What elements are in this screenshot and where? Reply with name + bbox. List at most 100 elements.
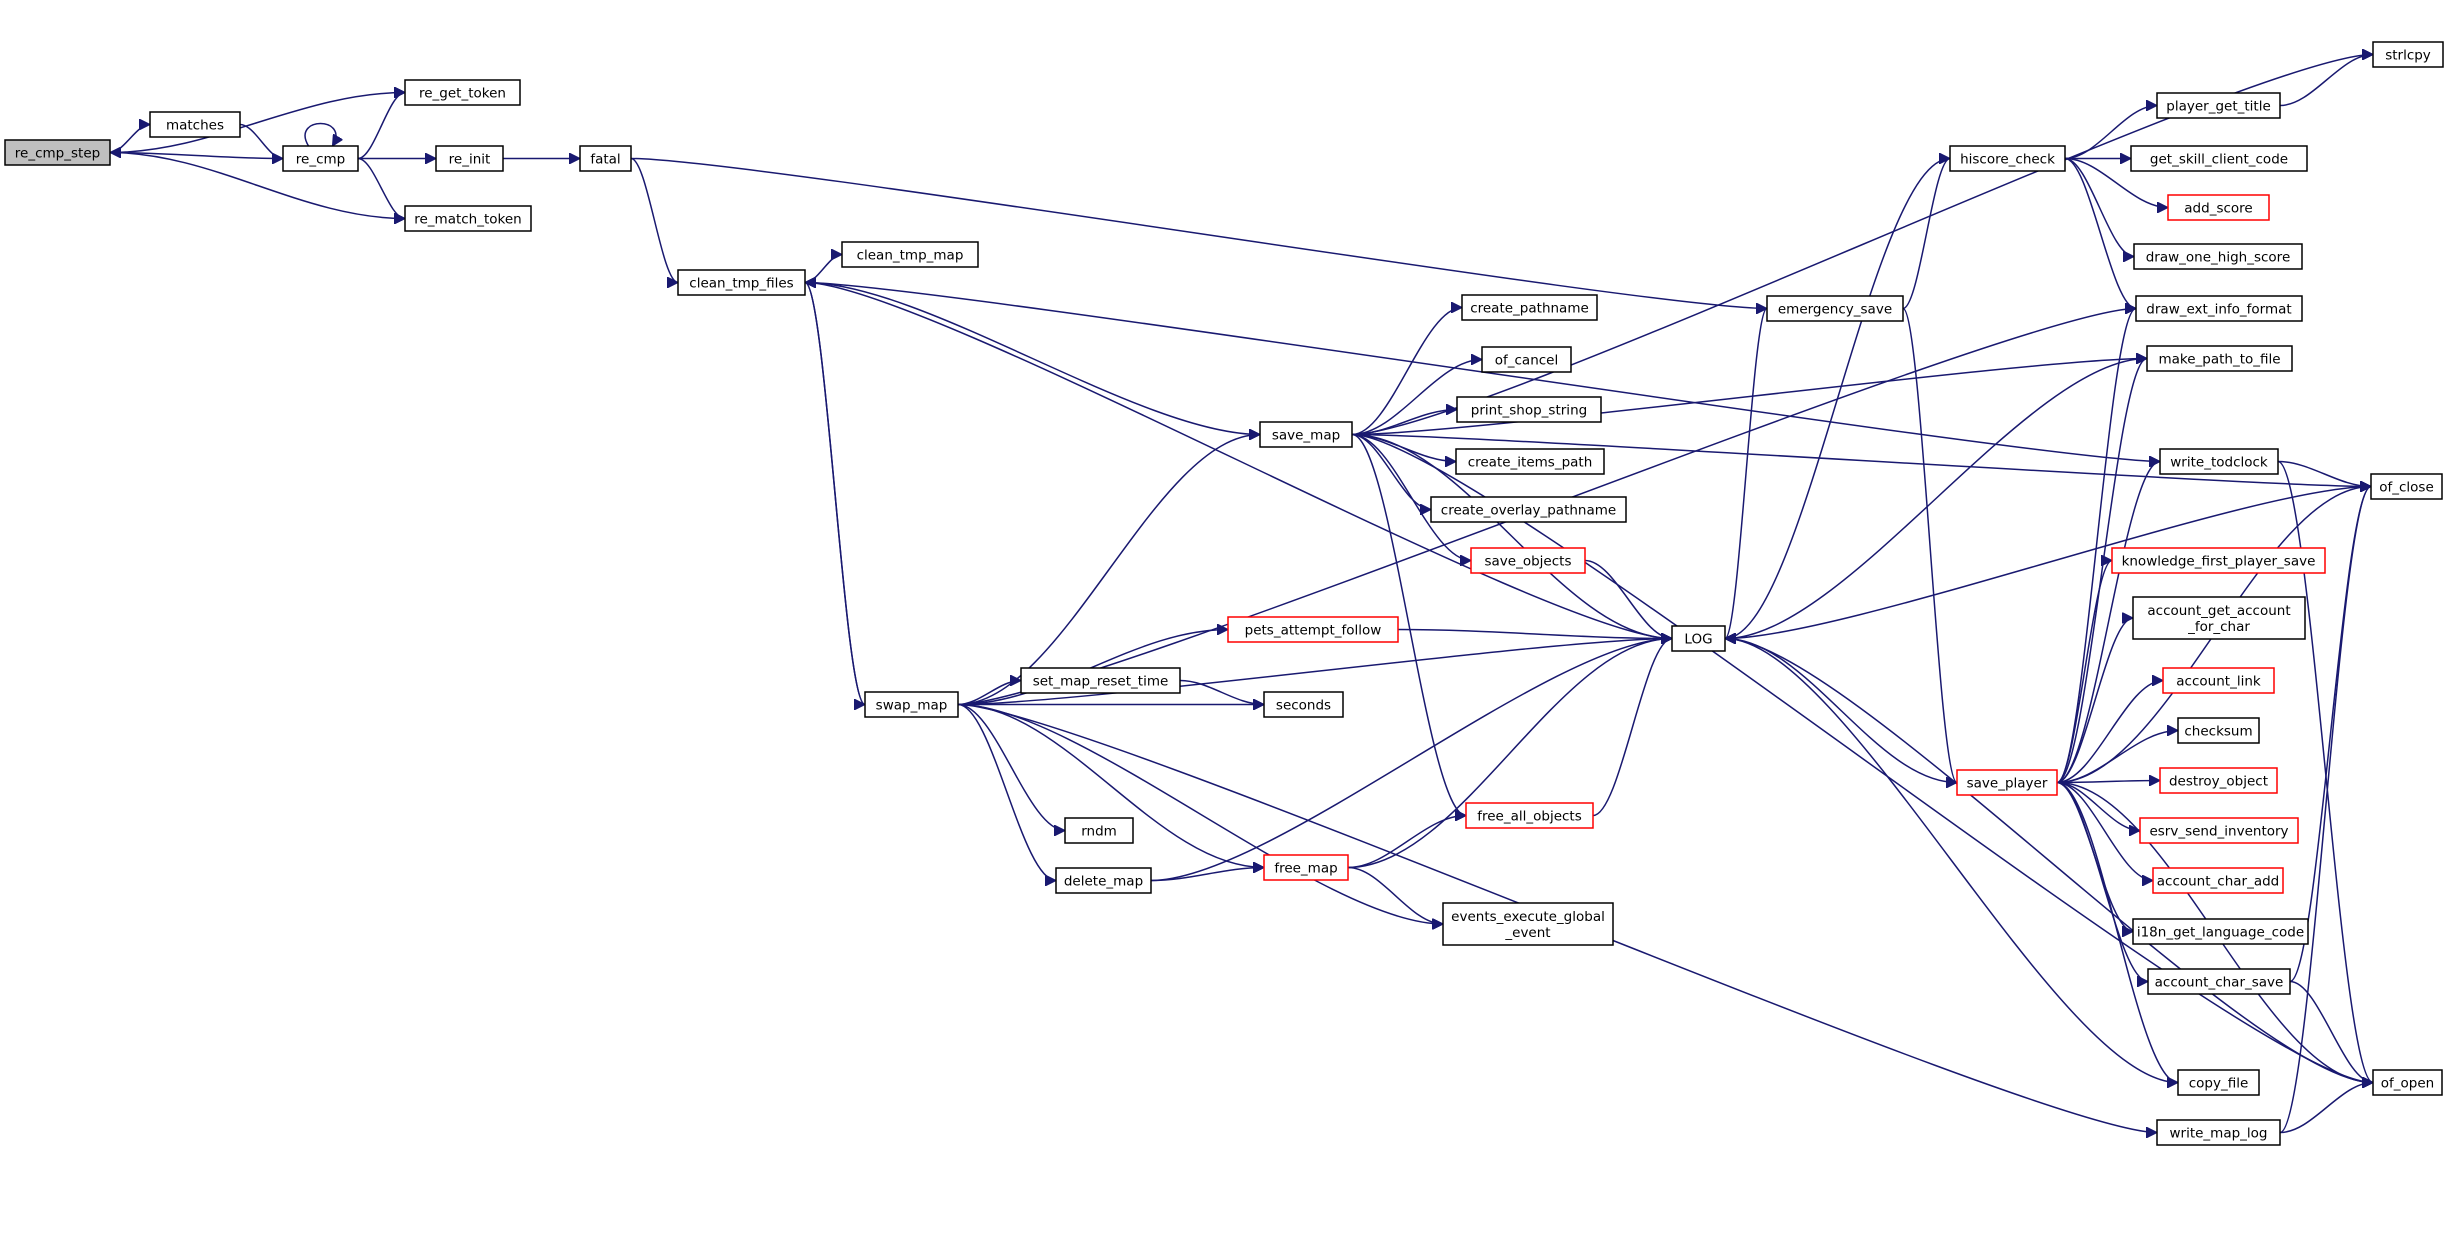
node-events-execute-global-event[interactable]: events_execute_global_event (1442, 902, 1614, 946)
node-box (2177, 1069, 2260, 1096)
node-box (1766, 295, 1904, 322)
node-i18n-get-language-code[interactable]: i18n_get_language_code (2132, 918, 2309, 945)
node-re-cmp-step[interactable]: re_cmp_step (4, 139, 111, 166)
edge-re_cmp_step-to-matches (109, 125, 151, 154)
node-write-map-log[interactable]: write_map_log (2156, 1119, 2281, 1146)
node-re-match-token[interactable]: re_match_token (404, 205, 532, 232)
edge-write_map_log-to-of_open (2279, 1083, 2373, 1134)
node-esrv-send-inventory[interactable]: esrv_send_inventory (2139, 817, 2299, 844)
node-free-all-objects[interactable]: free_all_objects (1465, 802, 1594, 829)
node-seconds[interactable]: seconds (1263, 691, 1344, 718)
node-get-skill-client-code[interactable]: get_skill_client_code (2130, 145, 2308, 172)
node-label: emergency_save (1778, 302, 1892, 318)
node-save-objects[interactable]: save_objects (1470, 547, 1586, 574)
edge-save_objects-to-LOG (1584, 559, 1673, 639)
node-label: add_score (2184, 201, 2252, 217)
node-label: rndm (1081, 824, 1117, 840)
node-matches[interactable]: matches (149, 111, 241, 138)
node-draw-one-high-score[interactable]: draw_one_high_score (2133, 243, 2303, 270)
edge-write_todclock-to-of_open (2277, 460, 2374, 1083)
node-LOG[interactable]: LOG (1671, 625, 1726, 652)
node-box (2370, 473, 2443, 500)
edge-set_map_reset_time-to-seconds (1179, 679, 1264, 705)
node-draw-ext-info-format[interactable]: draw_ext_info_format (2135, 295, 2303, 322)
node-re-get-token[interactable]: re_get_token (404, 79, 521, 106)
node-label: pets_attempt_follow (1245, 623, 1382, 639)
edge-clean_tmp_files-to-save_map (804, 281, 1260, 435)
node-clean-tmp-files[interactable]: clean_tmp_files (677, 269, 806, 296)
node-box (4, 139, 111, 166)
edge-hiscore_check-to-LOG (1725, 157, 1951, 639)
node-box (2111, 547, 2326, 574)
edge-free_map-to-free_all_objects (1347, 816, 1466, 869)
node-of-open[interactable]: of_open (2372, 1069, 2443, 1096)
edge-free_map-to-events_execute_global_event (1347, 866, 1443, 925)
node-delete-map[interactable]: delete_map (1055, 867, 1152, 894)
node-print-shop-string[interactable]: print_shop_string (1456, 396, 1602, 423)
edge-save_map-to-strlcpy (1351, 55, 2373, 436)
node-destroy-object[interactable]: destroy_object (2159, 767, 2278, 794)
node-swap-map[interactable]: swap_map (864, 691, 959, 718)
node-of-cancel[interactable]: of_cancel (1481, 346, 1572, 373)
node-knowledge-first-player-save[interactable]: knowledge_first_player_save (2111, 547, 2326, 574)
node-account-char-add[interactable]: account_char_add (2152, 867, 2284, 894)
node-set-map-reset-time[interactable]: set_map_reset_time (1020, 667, 1181, 694)
node-label: save_player (1967, 776, 2048, 792)
node-save-map[interactable]: save_map (1259, 421, 1353, 448)
node-free-map[interactable]: free_map (1263, 854, 1349, 881)
node-box (404, 79, 521, 106)
node-re-cmp[interactable]: re_cmp (282, 145, 359, 172)
edge-make_path_to_file-to-LOG (1725, 357, 2148, 639)
node-copy-file[interactable]: copy_file (2177, 1069, 2260, 1096)
node-label: esrv_send_inventory (2149, 824, 2288, 840)
node-box (841, 241, 979, 268)
node-label: of_close (2379, 480, 2434, 496)
node-rndm[interactable]: rndm (1064, 817, 1134, 844)
node-create-items-path[interactable]: create_items_path (1455, 448, 1605, 475)
node-make-path-to-file[interactable]: make_path_to_file (2146, 345, 2293, 372)
node-label: free_map (1274, 861, 1337, 877)
node-write-todclock[interactable]: write_todclock (2159, 448, 2279, 475)
node-box (149, 111, 241, 138)
node-label: create_pathname (1470, 301, 1589, 317)
node-strlcpy[interactable]: strlcpy (2372, 41, 2444, 68)
node-label: of_open (2381, 1076, 2434, 1092)
edge-write_map_log-to-of_close (2279, 487, 2372, 1134)
node-create-overlay-pathname[interactable]: create_overlay_pathname (1430, 496, 1627, 523)
node-label: get_skill_client_code (2150, 152, 2288, 168)
node-account-get-account-for-char[interactable]: account_get_account_for_char (2132, 596, 2306, 640)
node-pets-attempt-follow[interactable]: pets_attempt_follow (1227, 616, 1399, 643)
node-add-score[interactable]: add_score (2167, 194, 2270, 221)
node-box (2135, 295, 2303, 322)
node-create-pathname[interactable]: create_pathname (1461, 294, 1598, 321)
node-box (1671, 625, 1726, 652)
edge-save_player-to-account_get_account_for_char (2056, 618, 2134, 784)
edge-swap_map-to-save_map (957, 435, 1260, 706)
node-label: save_map (1272, 428, 1340, 444)
node-of-close[interactable]: of_close (2370, 473, 2443, 500)
node-player-get-title[interactable]: player_get_title (2156, 92, 2281, 119)
edge-emergency_save-to-save_player (1902, 307, 1958, 783)
node-label: account_char_save (2155, 975, 2284, 991)
node-hiscore-check[interactable]: hiscore_check (1949, 145, 2066, 172)
node-box (404, 205, 532, 232)
node-save-player[interactable]: save_player (1956, 769, 2058, 796)
node-fatal[interactable]: fatal (579, 145, 632, 172)
edge-hiscore_check-to-add_score (2064, 157, 2168, 208)
node-label: account_char_add (2157, 874, 2280, 890)
edge-player_get_title-to-strlcpy (2279, 55, 2373, 107)
node-box (1470, 547, 1586, 574)
node-box (1020, 667, 1181, 694)
node-account-link[interactable]: account_link (2162, 667, 2275, 694)
edge-swap_map-to-pets_attempt_follow (957, 630, 1228, 706)
edge-free_map-to-LOG (1347, 639, 1672, 869)
node-checksum[interactable]: checksum (2177, 717, 2260, 744)
node-emergency-save[interactable]: emergency_save (1766, 295, 1904, 322)
edge-re_cmp-to-re_get_token (357, 93, 406, 160)
node-account-char-save[interactable]: account_char_save (2147, 968, 2291, 995)
node-re-init[interactable]: re_init (435, 145, 504, 172)
node-clean-tmp-map[interactable]: clean_tmp_map (841, 241, 979, 268)
node-box (282, 145, 359, 172)
node-box (2372, 1069, 2443, 1096)
node-box (2130, 145, 2308, 172)
